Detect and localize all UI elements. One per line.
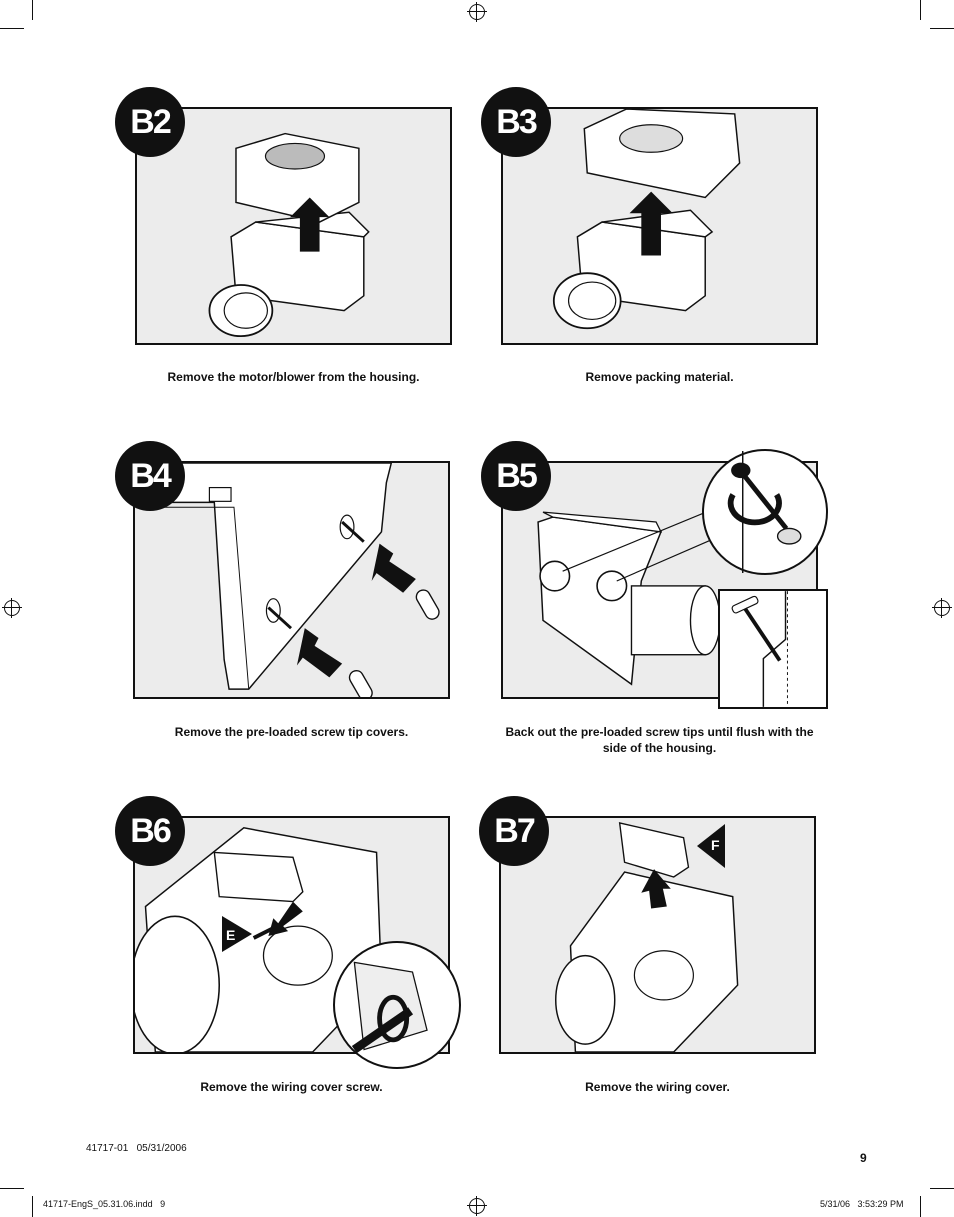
- step-badge: B7: [479, 796, 549, 866]
- print-stamp: 5/31/06 3:53:29 PM: [820, 1199, 904, 1209]
- wiring-cover-illustration: [555, 822, 739, 1052]
- screwdriver-icon: [727, 451, 802, 573]
- crop-mark: [920, 1196, 921, 1217]
- page-number: 9: [860, 1151, 867, 1165]
- b6-detail-circle: [333, 941, 461, 1069]
- registration-mark-icon: [2, 598, 22, 618]
- step-caption: Remove the pre-loaded screw tip covers.: [174, 725, 409, 739]
- file-info: 41717-EngS_05.31.06.indd 9: [43, 1199, 166, 1209]
- crop-mark: [930, 28, 954, 29]
- step-badge: B5: [481, 441, 551, 511]
- wiring-cover-screw-illustration: [135, 827, 383, 1052]
- callout-label: F: [711, 837, 720, 853]
- screw-tips-housing-illustration: [537, 501, 731, 686]
- step-caption: Remove the motor/blower from the housing…: [167, 370, 420, 384]
- b6-callout-pointer: [222, 916, 252, 952]
- step-caption: Remove the wiring cover screw.: [200, 1080, 383, 1094]
- step-b2-illustration: [135, 107, 452, 345]
- step-b7-illustration: [499, 816, 816, 1054]
- b5-detail-inset: [718, 589, 828, 709]
- screw-tip-covers-illustration: [135, 463, 440, 697]
- crop-mark: [0, 1188, 24, 1189]
- blower-housing-illustration: [208, 132, 370, 338]
- step-b4-illustration: [133, 461, 450, 699]
- doc-code: 41717-01 05/31/2006: [86, 1143, 187, 1154]
- crop-mark: [0, 28, 24, 29]
- step-badge: B6: [115, 796, 185, 866]
- registration-mark-icon: [932, 598, 952, 618]
- registration-mark-icon: [467, 2, 487, 22]
- step-caption: Back out the pre-loaded screw tips until…: [505, 725, 814, 755]
- b5-detail-circle: [702, 449, 828, 575]
- packing-material-illustration: [552, 109, 741, 330]
- callout-label: E: [226, 927, 236, 943]
- screwdriver-icon: [351, 961, 428, 1054]
- screw-flush-icon: [731, 591, 788, 707]
- crop-mark: [32, 1196, 33, 1217]
- b7-callout-pointer: [697, 824, 725, 868]
- step-badge: B3: [481, 87, 551, 157]
- step-badge: B2: [115, 87, 185, 157]
- step-caption: Remove the wiring cover.: [585, 1080, 730, 1094]
- crop-mark: [32, 0, 33, 20]
- crop-mark: [930, 1188, 954, 1189]
- step-caption: Remove packing material.: [585, 370, 734, 384]
- crop-mark: [920, 0, 921, 20]
- step-badge: B4: [115, 441, 185, 511]
- registration-mark-icon: [467, 1196, 487, 1216]
- step-b3-illustration: [501, 107, 818, 345]
